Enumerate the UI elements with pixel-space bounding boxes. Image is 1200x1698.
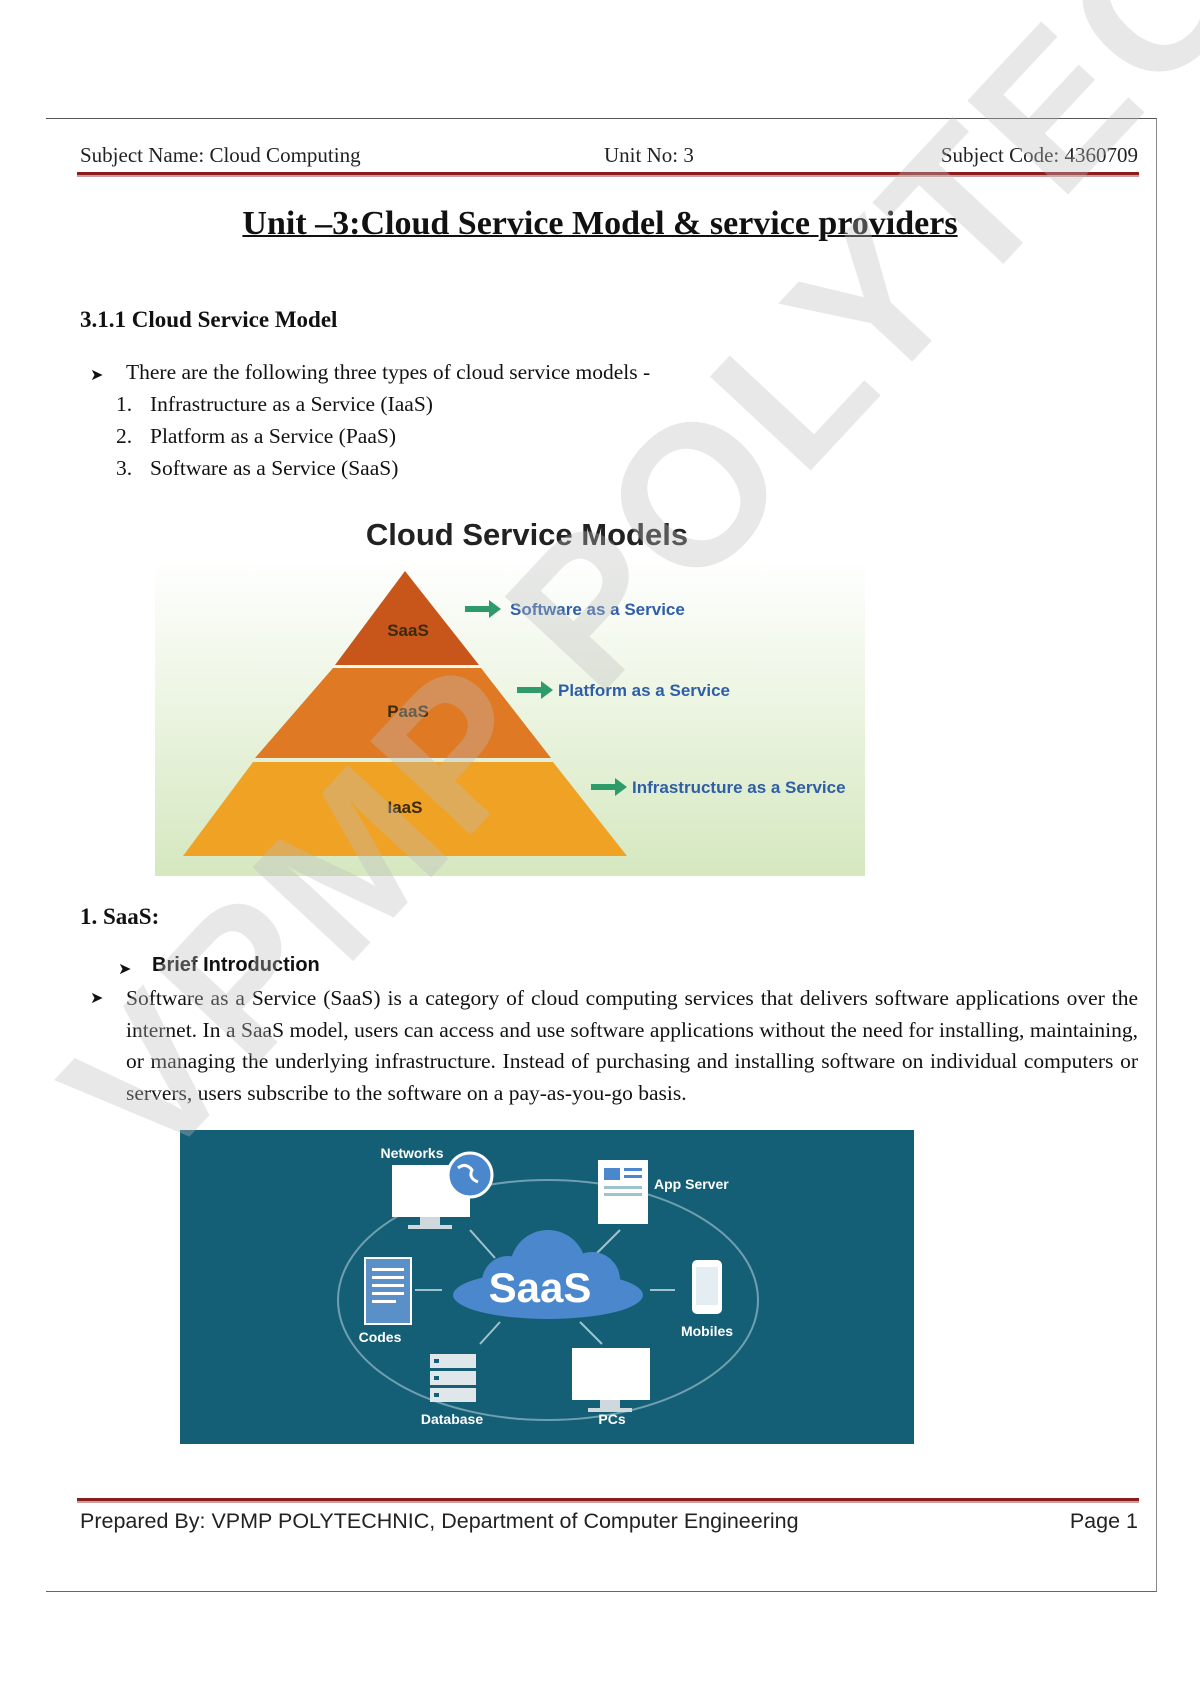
pcs-label: PCs bbox=[598, 1411, 625, 1427]
networks-label: Networks bbox=[380, 1145, 443, 1161]
subject-code: Subject Code: 4360709 bbox=[940, 143, 1138, 167]
pyramid-layer-paas bbox=[255, 668, 551, 758]
page-title: Unit –3:Cloud Service Model & service pr… bbox=[242, 205, 958, 242]
arrow-icon bbox=[517, 681, 553, 699]
database-icon bbox=[430, 1354, 476, 1402]
bullet-arrow-icon: ➤ bbox=[90, 367, 104, 384]
arrow-icon bbox=[591, 778, 627, 796]
layer-label-iaas: IaaS bbox=[388, 798, 423, 817]
header-rule bbox=[77, 172, 1139, 177]
intro-text: There are the following three types of c… bbox=[126, 360, 651, 384]
mobiles-label: Mobiles bbox=[681, 1323, 733, 1339]
page-frame bbox=[46, 118, 1157, 1592]
layer-label-saas: SaaS bbox=[387, 621, 429, 640]
list-item: Software as a Service (SaaS) bbox=[150, 456, 399, 480]
list-number: 2. bbox=[116, 424, 133, 448]
list-item: Platform as a Service (PaaS) bbox=[150, 424, 396, 448]
list-item: Infrastructure as a Service (IaaS) bbox=[150, 392, 433, 416]
codes-label: Codes bbox=[359, 1329, 402, 1345]
brief-intro-heading: Brief Introduction bbox=[152, 954, 320, 976]
prepared-by: Prepared By: VPMP POLYTECHNIC, Departmen… bbox=[80, 1509, 799, 1533]
figure-title: Cloud Service Models bbox=[366, 517, 688, 552]
section-heading: 3.1.1 Cloud Service Model bbox=[80, 307, 338, 332]
saas-description: Software as a Service bbox=[510, 600, 685, 619]
subject-name: Subject Name: Cloud Computing bbox=[80, 143, 361, 167]
app-server-label: App Server bbox=[654, 1176, 729, 1192]
cloud-icon bbox=[453, 1230, 643, 1319]
saas-heading: 1. SaaS: bbox=[80, 904, 160, 929]
footer-rule bbox=[77, 1498, 1139, 1503]
pyramid-layer-iaas bbox=[183, 762, 627, 856]
paas-description: Platform as a Service bbox=[558, 681, 730, 700]
bullet-arrow-icon: ➤ bbox=[90, 990, 104, 1007]
saas-diagram: SaaS Networks App Server Codes Mobiles D… bbox=[180, 1130, 914, 1444]
saas-paragraph: Software as a Service (SaaS) is a catego… bbox=[126, 986, 1138, 1105]
list-number: 1. bbox=[116, 392, 133, 416]
globe-icon bbox=[446, 1151, 494, 1199]
unit-number: Unit No: 3 bbox=[604, 143, 694, 167]
list-number: 3. bbox=[116, 456, 133, 480]
cloud-service-models-figure: Cloud Service Models SaaS PaaS IaaS Soft… bbox=[155, 517, 865, 876]
mobile-icon bbox=[692, 1260, 722, 1314]
pc-monitor-icon bbox=[572, 1348, 650, 1412]
database-label: Database bbox=[421, 1411, 483, 1427]
iaas-description: Infrastructure as a Service bbox=[632, 778, 846, 797]
document-icon bbox=[364, 1257, 412, 1325]
layer-label-paas: PaaS bbox=[387, 702, 429, 721]
app-server-icon bbox=[598, 1160, 648, 1224]
bullet-arrow-icon: ➤ bbox=[118, 961, 132, 978]
arrow-icon bbox=[465, 600, 501, 618]
connection-ring bbox=[337, 1179, 759, 1421]
page-number: Page 1 bbox=[1069, 1509, 1138, 1533]
pyramid-layer-saas bbox=[335, 571, 479, 665]
cloud-label: SaaS bbox=[489, 1264, 592, 1311]
